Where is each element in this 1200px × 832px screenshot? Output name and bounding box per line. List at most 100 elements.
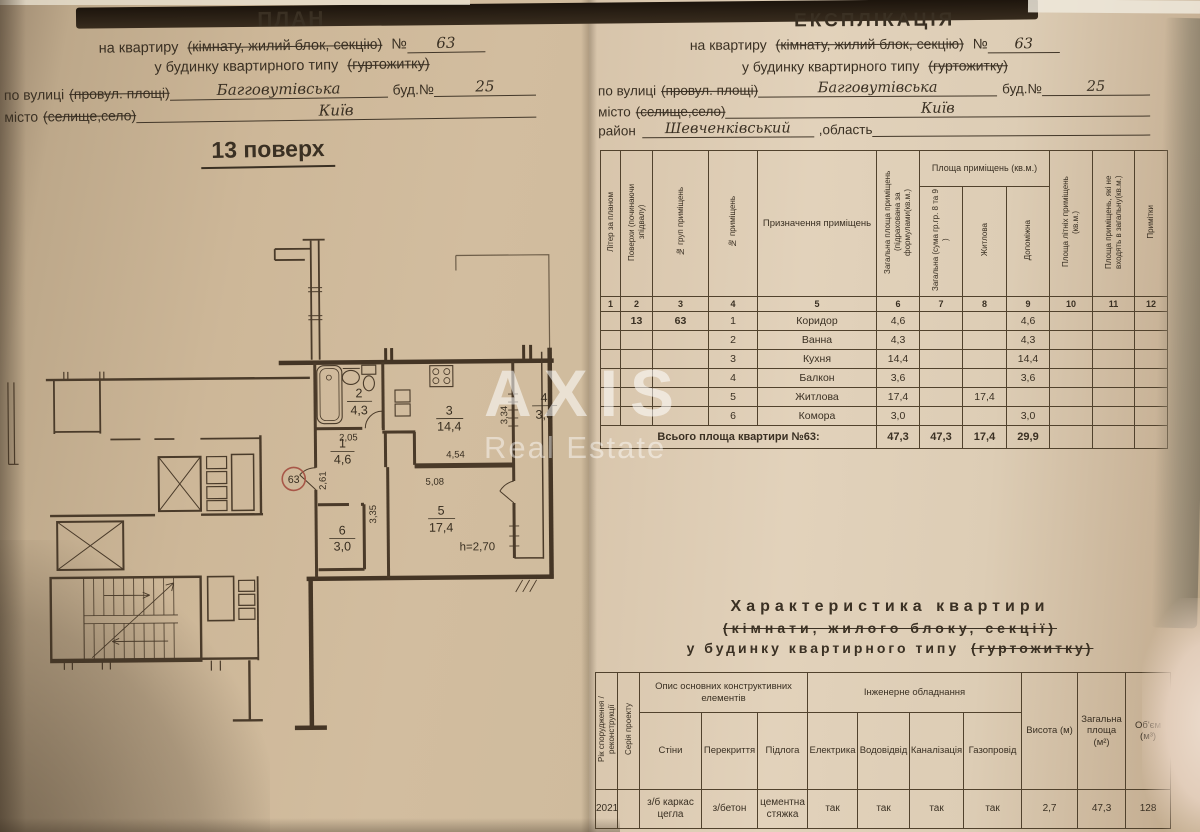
height-value: 2,7 <box>1021 789 1079 829</box>
sewer-value: так <box>909 789 965 829</box>
apartment-left-wall-upper <box>313 362 318 468</box>
photo-corner-shadow <box>0 540 270 832</box>
total-row: Всього площа квартири №63: 47,3 47,3 17,… <box>600 425 1169 449</box>
room5-left-wall <box>386 467 391 579</box>
elevator-shaft-1 <box>157 455 203 513</box>
ceiling-height-note: h=2,70 <box>460 541 496 553</box>
apartment-number-value: 63 <box>987 36 1060 54</box>
walls-value: з/б каркас цегла <box>639 789 702 829</box>
header-construction: Опис основних конструктивних елементів <box>638 672 809 713</box>
series-value <box>617 789 640 829</box>
header-water: Водовідвід <box>857 712 911 790</box>
photo-edge-top-left <box>0 0 470 5</box>
header-year: Рік спорудження /реконструкції <box>595 672 618 790</box>
kitchen-bottom-wall <box>382 430 514 467</box>
dim-2-61: 2,61 <box>318 471 329 490</box>
floor-plan: 1 4,6 2 4,3 3 14,4 4 3,6 5 17,4 6 3,0 2,… <box>3 226 568 793</box>
core-top-wall <box>45 376 310 382</box>
total-area: 47,3 <box>876 425 920 449</box>
floor-value: цементна стяжка <box>756 789 809 829</box>
header-area-span: Площа приміщень (кв.м.) <box>918 150 1051 187</box>
street-value: Багговутівська <box>758 79 998 98</box>
district-value: Шевченківський <box>641 120 814 139</box>
page-fold-shadow <box>581 0 597 832</box>
apartment-bottom-wall <box>306 574 554 582</box>
plan-title: ПЛАН <box>257 7 326 32</box>
header-group-number: № груп приміщень <box>652 150 709 297</box>
room-1-area: 4,6 <box>334 452 352 466</box>
dim-5-08: 5,08 <box>425 477 444 488</box>
header-walls: Стіни <box>639 712 702 790</box>
header-liter: Літер за планом <box>600 150 621 297</box>
apartment-circle-number: 63 <box>288 474 300 486</box>
sink <box>341 369 360 385</box>
bathtub <box>316 365 343 425</box>
bath-kitchen-wall <box>381 362 385 431</box>
characteristics-subtitle-struck: (кімнати, жилого блоку, секції) <box>722 620 1058 636</box>
header-sewer: Каналізація <box>909 712 965 790</box>
characteristics-subtitle: у будинку квартирного типу (гуртожитку) <box>686 640 1094 656</box>
apartment-number-value: 63 <box>406 33 486 54</box>
city-value: Київ <box>135 98 537 124</box>
street-value: Багговутівська <box>169 78 388 101</box>
bathroom-door <box>364 410 383 429</box>
city-line: місто (селище,село) Київ <box>598 99 1151 119</box>
header-height: Висота (м) <box>1021 672 1079 790</box>
dim-2-05: 2,05 <box>339 432 358 443</box>
apartment-circle-badge: 63 <box>281 466 307 492</box>
entrance-door <box>299 467 317 491</box>
street-line: по вулиці (провул. площі) Багговутівська… <box>598 78 1151 98</box>
ceiling-value: з/бетон <box>701 789 758 829</box>
dim-3-35: 3,35 <box>368 505 379 524</box>
room5-top-wall <box>414 464 514 469</box>
apartment-top-wall <box>278 358 554 366</box>
electricity-value: так <box>807 789 859 829</box>
district-line: район Шевченківський ,область <box>598 119 1151 139</box>
header-engineering: Інженерне обладнання <box>807 672 1023 713</box>
characteristics-data-row: 2021 з/б каркас цегла з/бетон цементна с… <box>595 789 1172 829</box>
total-living: 17,4 <box>962 425 1007 449</box>
room-4-area: 3,6 <box>535 408 553 422</box>
header-living: Житлова <box>962 186 1007 297</box>
room-3-area: 14,4 <box>437 419 461 433</box>
header-total-sum: Загальна (сума гр.гр. 8 та 9 ) <box>919 186 963 297</box>
city-line: місто (селище,село) Київ <box>4 98 537 125</box>
floor-number-title: 13 поверх <box>168 134 369 170</box>
balcony-door <box>499 480 515 504</box>
header-ceiling: Перекриття <box>701 712 758 790</box>
characteristics-title: Характеристика квартири <box>730 598 1050 615</box>
finger-holding-page <box>1142 598 1200 832</box>
header-series: Серія проекту <box>617 672 640 790</box>
water-value: так <box>857 789 911 829</box>
core-room <box>52 379 102 435</box>
room-6-number: 6 <box>339 523 346 537</box>
explication-table: Літер за планом Поверхи (починаючи зпідв… <box>600 150 1169 449</box>
core-corridor-wall <box>259 435 263 515</box>
header-gas: Газопровід <box>963 712 1023 790</box>
building-right-wall <box>547 347 554 579</box>
header-floor-cover: Підлога <box>756 712 809 790</box>
room-3-number: 3 <box>446 404 453 418</box>
kitchen-unit <box>394 389 411 403</box>
explication-subtitle-2: у будинку квартирного типу (гуртожитку) <box>741 57 1008 75</box>
room-5-number: 5 <box>437 504 444 518</box>
characteristics-header: Характеристика квартири (кімнати, жилого… <box>620 598 1160 656</box>
storage-walls <box>317 502 367 572</box>
city-value: Київ <box>725 99 1151 119</box>
gas-value: так <box>963 789 1023 829</box>
toilet <box>361 364 377 375</box>
characteristics-table: Рік спорудження /реконструкції Серія про… <box>595 672 1172 829</box>
header-summer-area: Площа літніх приміщень (кв.м.) <box>1049 150 1094 297</box>
explication-header: ЕКСПЛІКАЦІЯ на квартиру (кімнату, жилий … <box>592 9 1159 162</box>
oblast-value-blank <box>872 134 1151 138</box>
header-total-area-formula: Загальна площа приміщень (підрахована за… <box>876 150 920 297</box>
header-excluded-area: Площа приміщень, які не входять в загаль… <box>1092 150 1136 297</box>
room-2-area: 4,3 <box>350 403 368 417</box>
